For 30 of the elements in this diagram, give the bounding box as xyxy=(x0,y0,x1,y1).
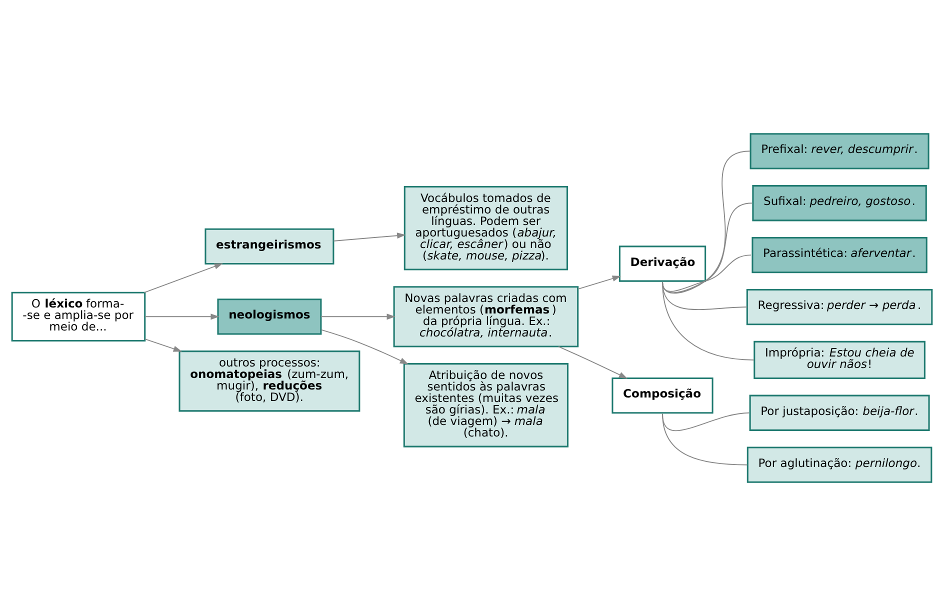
node-box: Vocábulos tomados de empréstimo de outras línguas. Podem ser aportuguesados (abajur, clicar, escâner) ou não (skate, mouse, pizza). xyxy=(404,186,568,270)
connector xyxy=(662,254,752,292)
connector xyxy=(662,202,752,293)
node-box: O léxico forma- -se e amplia-se por meio de... xyxy=(11,291,146,341)
node-box: estrangeirismos xyxy=(204,228,334,264)
connector xyxy=(662,281,754,360)
connector xyxy=(662,150,751,294)
node-box: Parassintética: aferventar. xyxy=(752,236,928,273)
node-box: Prefixal: rever, descumprir. xyxy=(750,132,930,169)
node-box: Novas palavras criadas com elementos (morfemas) da própria língua. Ex.: chocólatra, internauta. xyxy=(393,286,579,347)
node-box: neologismos xyxy=(217,298,322,334)
node-box: Derivação xyxy=(618,245,706,282)
arrow xyxy=(144,313,220,320)
node-box: Imprópria: Estou cheia de ouvir nãos! xyxy=(754,340,926,378)
arrow xyxy=(333,232,406,242)
node-box: Por justaposição: beija-flor. xyxy=(749,394,930,430)
node-box: outros processos: onomatopeias (zum-zum, mugir), reduções (foto, DVD). xyxy=(178,350,360,412)
arrow xyxy=(144,338,182,352)
node-box: Sufixal: pedreiro, gostoso. xyxy=(752,184,927,221)
arrow xyxy=(558,346,628,378)
node-box: Composição xyxy=(612,376,714,414)
connector xyxy=(662,412,750,431)
arrow xyxy=(144,262,224,293)
arrow xyxy=(320,313,396,320)
arrow xyxy=(578,275,622,290)
connector xyxy=(662,412,748,465)
node-box: Atribuição de novos sentidos às palavras existentes (muitas vezes são gírias). Ex.: mala (de viagem) → mala (chato). xyxy=(403,362,568,447)
node-box: Regressiva: perder → perda. xyxy=(746,288,933,325)
node-box: Por aglutinação: pernilongo. xyxy=(746,446,932,482)
arrow xyxy=(320,328,409,364)
